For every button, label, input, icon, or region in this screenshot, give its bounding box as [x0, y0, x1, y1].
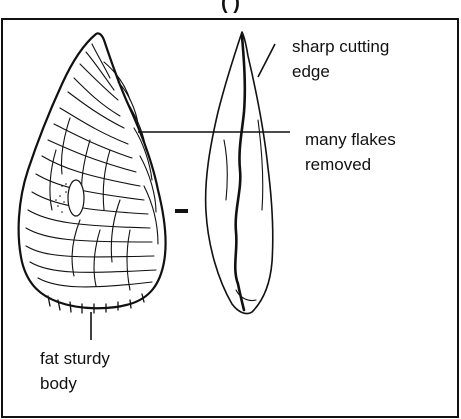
handaxe-front-view — [19, 33, 166, 313]
cortex-patch — [68, 180, 84, 216]
handaxe-side-view — [206, 32, 273, 314]
view-separator-dash — [175, 209, 188, 213]
label-many-flakes-line1: many flakes — [305, 129, 396, 151]
label-many-flakes-line2: removed — [305, 154, 371, 176]
pointer-sharp-edge — [258, 44, 275, 77]
label-fat-sturdy-line2: body — [40, 373, 77, 395]
label-sharp-cutting-edge-line2: edge — [292, 61, 330, 83]
label-fat-sturdy-line1: fat sturdy — [40, 348, 110, 370]
label-sharp-cutting-edge-line1: sharp cutting — [292, 36, 389, 58]
